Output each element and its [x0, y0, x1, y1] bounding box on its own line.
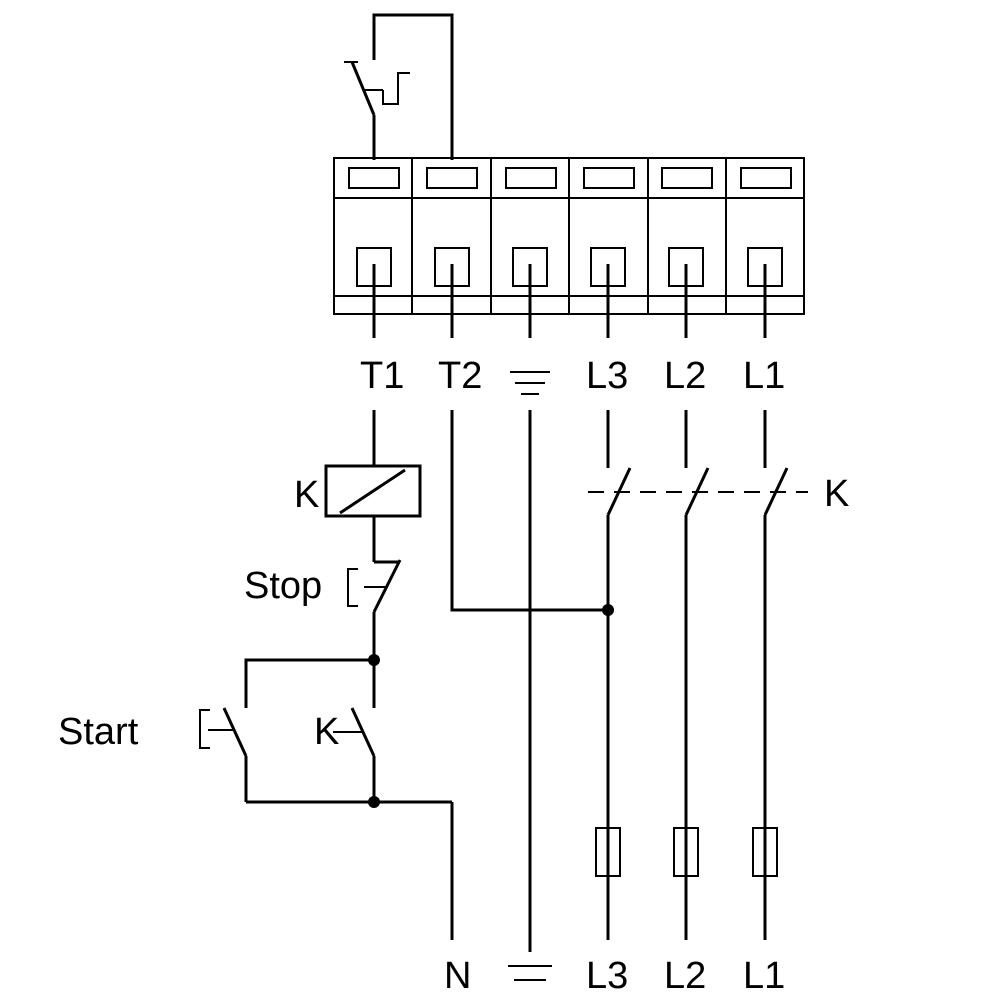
terminal-label-l1: L1 [743, 355, 785, 397]
supply-label-l1: L1 [743, 955, 785, 997]
supply-label-l3: L3 [586, 955, 628, 997]
main-contacts-label: K [824, 473, 849, 515]
hold-contact-label: K [314, 711, 339, 753]
terminal-label-l3: L3 [586, 355, 628, 397]
contactor-coil [324, 464, 422, 518]
thermal-switch-icon [344, 13, 454, 160]
supply-label-l2: L2 [664, 955, 706, 997]
terminal-label-t2: T2 [438, 355, 482, 397]
terminal-label-t1: T1 [360, 355, 404, 397]
junction-dot [368, 654, 380, 666]
junction-dot [368, 796, 380, 808]
stop-pushbutton [347, 559, 402, 613]
terminal-slots [348, 167, 792, 189]
fuse-icon [595, 827, 778, 877]
coil-label: K [294, 474, 319, 516]
hold-contact [333, 707, 376, 757]
start-pushbutton [199, 707, 248, 757]
stop-label: Stop [244, 565, 322, 607]
terminal-block [333, 157, 805, 338]
ground-icon [510, 371, 550, 395]
terminal-label-l2: L2 [664, 355, 706, 397]
supply-label-n: N [444, 955, 471, 997]
ground-icon [508, 965, 552, 981]
main-contacts [588, 410, 808, 516]
start-label: Start [58, 711, 139, 753]
